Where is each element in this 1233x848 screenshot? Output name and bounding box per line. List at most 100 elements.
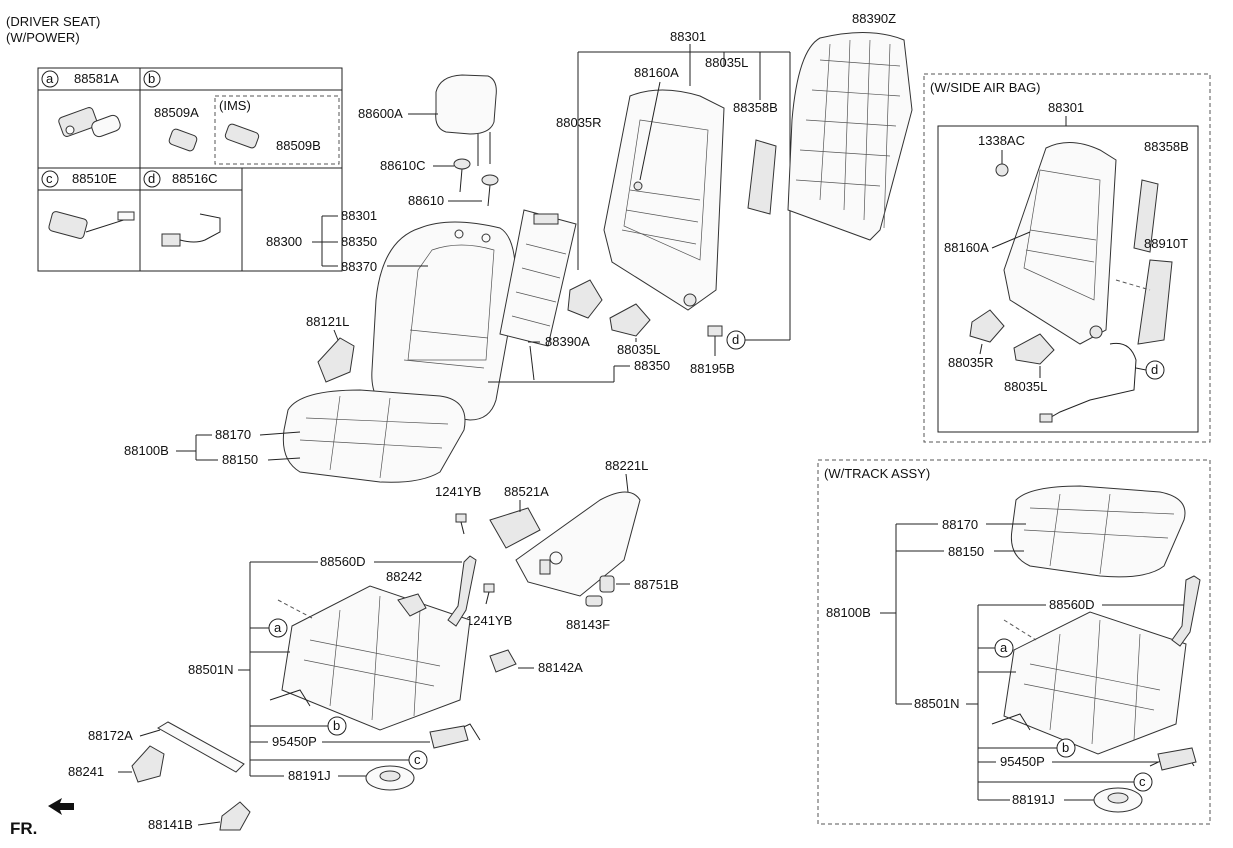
label-88035R: 88035R bbox=[556, 115, 602, 130]
bolt-1241YB-b bbox=[483, 583, 495, 605]
heater-pad bbox=[499, 209, 577, 381]
headrest-guide-88610 bbox=[481, 174, 499, 207]
label-88143F: 88143F bbox=[566, 617, 610, 632]
label-88170: 88170 bbox=[215, 427, 251, 442]
headrest bbox=[435, 74, 497, 166]
label-88370: 88370 bbox=[341, 259, 377, 274]
label-88521A: 88521A bbox=[504, 484, 549, 499]
sab-label-88910T: 88910T bbox=[1144, 236, 1188, 251]
label-88301-a: 88301 bbox=[341, 208, 377, 223]
callout-c-letter: c bbox=[414, 752, 421, 767]
bracket-88035L bbox=[609, 303, 651, 337]
height-lever-88560D bbox=[447, 555, 477, 627]
label-95450P: 95450P bbox=[272, 734, 317, 749]
front-direction-arrow-icon bbox=[48, 798, 74, 815]
ta-callout-a-letter: a bbox=[1000, 640, 1008, 655]
legend-table: a 88581A b 88509A (IMS) 88509B c 88510E bbox=[37, 67, 343, 272]
cover-88242 bbox=[397, 593, 427, 617]
knob-88751B bbox=[599, 575, 615, 593]
label-88150: 88150 bbox=[222, 452, 258, 467]
track-assy-panel bbox=[817, 459, 1211, 825]
callout-d-letter: d bbox=[732, 332, 739, 347]
seat-back-frame bbox=[603, 89, 725, 311]
ta-label-88560D: 88560D bbox=[1049, 597, 1095, 612]
ta-module-95450P bbox=[1157, 747, 1197, 771]
fr-label: FR. bbox=[10, 819, 37, 838]
label-88560D: 88560D bbox=[320, 554, 366, 569]
legend-b-letter: b bbox=[148, 71, 155, 86]
sab-label-88035R: 88035R bbox=[948, 355, 994, 370]
cover-88241 bbox=[131, 745, 165, 783]
sab-callout-d-letter: d bbox=[1151, 362, 1158, 377]
label-88610: 88610 bbox=[408, 193, 444, 208]
callout-b-letter: b bbox=[333, 718, 340, 733]
ta-seat-cushion bbox=[1010, 485, 1186, 578]
ta-height-lever bbox=[1171, 575, 1201, 647]
legend-a-letter: a bbox=[46, 71, 54, 86]
legend-a-part: 88581A bbox=[74, 71, 119, 86]
side-cover-88121L bbox=[317, 337, 355, 383]
label-88301-b: 88301 bbox=[670, 29, 706, 44]
sab-bracket-88358B bbox=[1133, 179, 1159, 253]
rear-panel-88390Z bbox=[787, 32, 913, 241]
sensor-88191J bbox=[365, 765, 415, 791]
side-airbag-title: (W/SIDE AIR BAG) bbox=[930, 80, 1041, 95]
ta-label-88150: 88150 bbox=[948, 544, 984, 559]
bolt-88195B bbox=[707, 325, 723, 356]
label-88242: 88242 bbox=[386, 569, 422, 584]
trim-bar-88172A bbox=[157, 721, 245, 773]
sab-label-88358B: 88358B bbox=[1144, 139, 1189, 154]
legend-b-part2: 88509B bbox=[276, 138, 321, 153]
ta-label-88170: 88170 bbox=[942, 517, 978, 532]
track-assy-title: (W/TRACK ASSY) bbox=[824, 466, 930, 481]
legend-b-ims: (IMS) bbox=[219, 98, 251, 113]
sab-label-88160A: 88160A bbox=[944, 240, 989, 255]
ta-label-95450P: 95450P bbox=[1000, 754, 1045, 769]
label-88390Z: 88390Z bbox=[852, 11, 896, 26]
label-88142A: 88142A bbox=[538, 660, 583, 675]
legend-b-part1: 88509A bbox=[154, 105, 199, 120]
switch-module-88521A bbox=[489, 507, 541, 549]
label-88121L: 88121L bbox=[306, 314, 349, 329]
ta-label-88100B: 88100B bbox=[826, 605, 871, 620]
label-88751B: 88751B bbox=[634, 577, 679, 592]
label-88501N: 88501N bbox=[188, 662, 234, 677]
legend-a-marker bbox=[41, 70, 59, 88]
legend-d-marker bbox=[143, 170, 161, 188]
seat-back-cover bbox=[371, 221, 516, 421]
legend-c-letter: c bbox=[46, 171, 53, 186]
ta-cushion-frame bbox=[991, 611, 1195, 767]
bolt-1241YB-a bbox=[455, 513, 467, 535]
wiring-harness-d-icon bbox=[161, 213, 221, 247]
sab-back-frame bbox=[1003, 142, 1117, 345]
knob-88143F bbox=[585, 595, 603, 607]
bracket-88035R bbox=[567, 279, 603, 319]
legend-c-marker bbox=[41, 170, 59, 188]
module-95450P bbox=[429, 725, 469, 749]
seat-cushion-frame bbox=[269, 585, 481, 741]
label-88350-a: 88350 bbox=[341, 234, 377, 249]
label-88390A: 88390A bbox=[545, 334, 590, 349]
label-88610C: 88610C bbox=[380, 158, 426, 173]
label-88160A: 88160A bbox=[634, 65, 679, 80]
label-88035L-bottom: 88035L bbox=[617, 342, 660, 357]
legend-b-marker bbox=[143, 70, 161, 88]
ims-box bbox=[214, 95, 340, 165]
label-1241YB-b: 1241YB bbox=[466, 613, 512, 628]
label-88191J: 88191J bbox=[288, 768, 331, 783]
cover-88142A bbox=[489, 649, 517, 673]
actuator-motor-ims-icon bbox=[224, 123, 260, 149]
ta-callout-b-letter: b bbox=[1062, 740, 1069, 755]
label-88195B: 88195B bbox=[690, 361, 735, 376]
ta-label-88191J: 88191J bbox=[1012, 792, 1055, 807]
seat-cushion bbox=[282, 389, 466, 483]
label-88100B: 88100B bbox=[124, 443, 169, 458]
legend-d-letter: d bbox=[148, 171, 155, 186]
cover-88141B bbox=[219, 801, 251, 831]
actuator-motor-c-icon bbox=[48, 211, 135, 239]
label-88221L: 88221L bbox=[605, 458, 648, 473]
legend-c-part: 88510E bbox=[72, 171, 117, 186]
side-airbag-module-88910T bbox=[1137, 259, 1173, 345]
